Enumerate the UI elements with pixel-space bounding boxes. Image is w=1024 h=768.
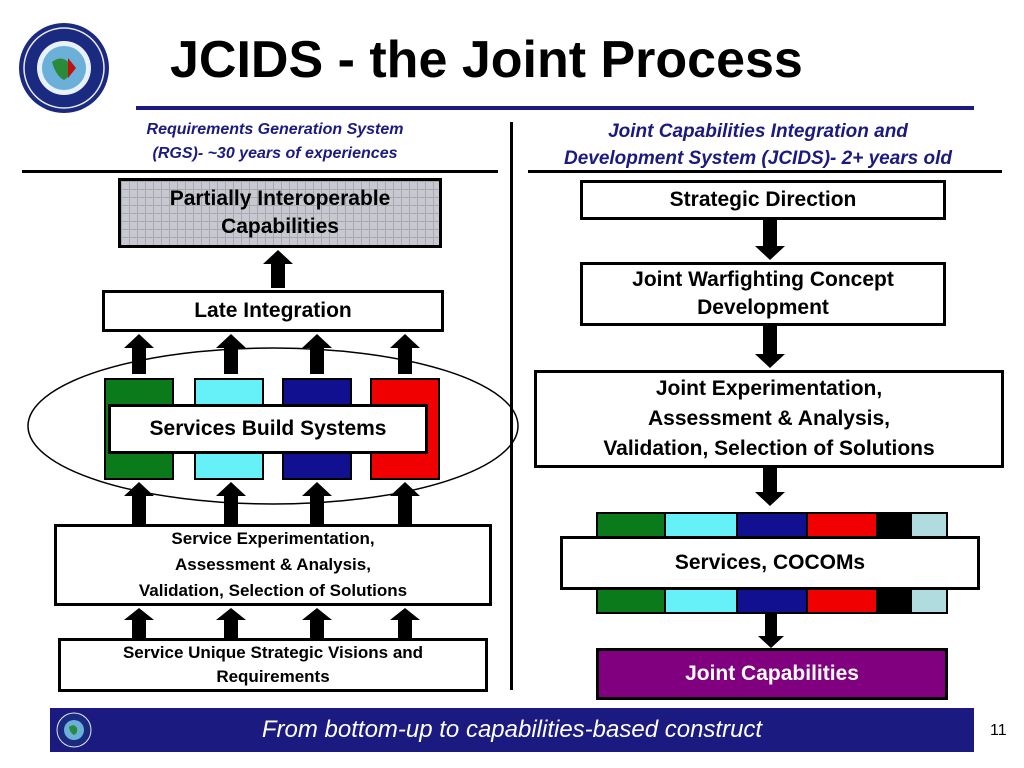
partially-interoperable-label: Partially Interoperable Capabilities: [169, 187, 391, 238]
jcids-header-line2: Development System (JCIDS)- 2+ years old: [563, 148, 953, 169]
jcids-header-line1: Joint Capabilities Integration and: [608, 121, 908, 142]
arrow-up-icon: [390, 608, 420, 638]
strategic-direction-box: Strategic Direction: [580, 180, 946, 220]
arrow-up-icon: [216, 482, 246, 524]
rgs-header-line1: Requirements Generation System: [146, 121, 404, 138]
rgs-header-line2: (RGS)- ~30 years of experiences: [152, 145, 398, 162]
arrow-up-icon: [302, 482, 332, 524]
service-experimentation-line1: Service Experimentation,: [171, 529, 375, 548]
jcids-header: Joint Capabilities Integration and Devel…: [518, 118, 998, 172]
service-experimentation-box: Service Experimentation, Assessment & An…: [54, 524, 492, 606]
service-experimentation-line2: Assessment & Analysis,: [175, 555, 371, 574]
jwcd-box: Joint Warfighting Concept Development: [580, 262, 946, 326]
services-build-label: Services Build Systems: [149, 417, 387, 440]
service-unique-label: Service Unique Strategic Visions and Req…: [122, 643, 424, 686]
joint-capabilities-box: Joint Capabilities: [596, 648, 948, 700]
arrow-down-icon: [755, 220, 785, 260]
late-integration-box: Late Integration: [102, 290, 444, 332]
joint-capabilities-label: Joint Capabilities: [685, 662, 859, 685]
late-integration-label: Late Integration: [194, 299, 352, 322]
footer-text: From bottom-up to capabilities-based con…: [261, 716, 763, 743]
arrow-up-icon: [263, 250, 293, 288]
arrow-up-icon: [302, 334, 332, 374]
arrow-up-icon: [390, 334, 420, 374]
services-cocoms-label: Services, COCOMs: [674, 551, 866, 574]
joint-experimentation-line1: Joint Experimentation,: [655, 377, 883, 400]
arrow-up-icon: [216, 608, 246, 638]
services-ellipse: [26, 346, 520, 506]
arrow-up-icon: [124, 482, 154, 524]
arrow-up-icon: [124, 608, 154, 638]
footer-bar: [50, 708, 974, 752]
joint-experimentation-box: Joint Experimentation, Assessment & Anal…: [534, 370, 1004, 468]
partially-interoperable-box: Partially Interoperable Capabilities: [118, 178, 442, 248]
strategic-direction-label: Strategic Direction: [669, 188, 857, 211]
arrow-up-icon: [216, 334, 246, 374]
title-rule: [136, 106, 974, 110]
column-divider: [510, 122, 513, 690]
service-unique-box: Service Unique Strategic Visions and Req…: [58, 638, 488, 692]
arrow-down-icon: [755, 326, 785, 368]
arrow-up-icon: [302, 608, 332, 638]
service-experimentation-line3: Validation, Selection of Solutions: [138, 581, 408, 600]
rgs-header: Requirements Generation System (RGS)- ~3…: [100, 118, 450, 166]
arrow-down-icon: [758, 614, 788, 648]
jwcd-line1: Joint Warfighting Concept: [632, 268, 894, 291]
navy-medicine-logo: [18, 22, 110, 114]
page-number: 11: [990, 722, 1007, 739]
services-cocoms-box: Services, COCOMs: [560, 536, 980, 590]
navy-medicine-mini-logo: [56, 712, 92, 748]
arrow-up-icon: [124, 334, 154, 374]
right-header-rule: [528, 170, 1002, 173]
arrow-up-icon: [390, 482, 420, 524]
joint-experimentation-line3: Validation, Selection of Solutions: [603, 437, 935, 460]
page-title: JCIDS - the Joint Process: [170, 31, 803, 89]
services-build-box: Services Build Systems: [108, 404, 428, 454]
left-header-rule: [22, 170, 498, 173]
arrow-down-icon: [755, 468, 785, 506]
joint-experimentation-line2: Assessment & Analysis,: [647, 407, 890, 430]
jwcd-line2: Development: [697, 296, 829, 319]
